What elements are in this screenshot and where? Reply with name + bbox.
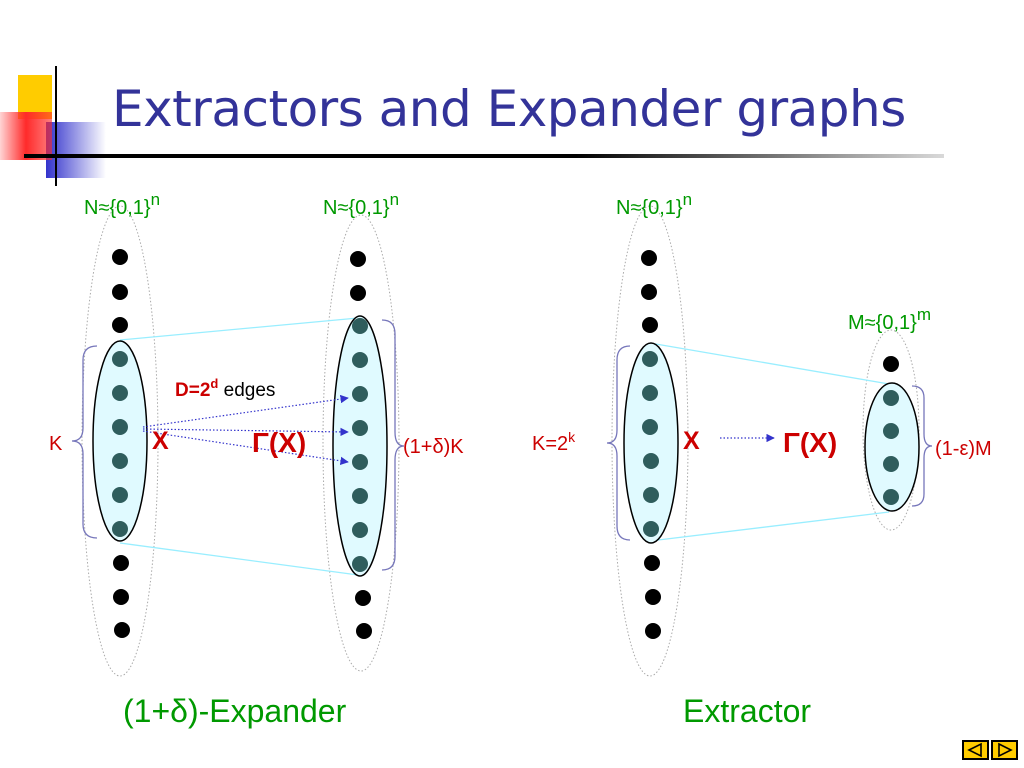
node-in-gamma — [352, 488, 368, 504]
node-in-x — [112, 487, 128, 503]
expander-right-set-label: N≈{0,1}n — [323, 190, 399, 219]
node-in-gamma — [352, 556, 368, 572]
node-in-gamma — [352, 420, 368, 436]
node-in-gamma — [883, 390, 899, 406]
logo-yellow-square — [18, 75, 52, 119]
extractor-left-nodes — [641, 250, 661, 639]
node-in-x — [112, 419, 128, 435]
node-outside — [883, 356, 899, 372]
expander-k-label: K — [49, 433, 63, 455]
node-in-x — [642, 419, 658, 435]
extractor-diagram: N≈{0,1}n M≈{0,1}m K=2k X Γ(X) (1-ε)M Ext… — [532, 190, 992, 729]
expander-set-x — [92, 340, 148, 542]
node-in-x — [112, 453, 128, 469]
node-in-x — [643, 487, 659, 503]
node-outside — [114, 622, 130, 638]
prev-slide-button[interactable] — [962, 740, 989, 760]
node-outside — [112, 317, 128, 333]
extractor-right-nodes — [883, 356, 899, 505]
extractor-coverage-brace — [911, 385, 933, 507]
node-outside — [642, 317, 658, 333]
node-outside — [113, 589, 129, 605]
node-in-x — [642, 351, 658, 367]
node-outside — [355, 590, 371, 606]
extractor-set-x — [623, 342, 679, 544]
extractor-x-label: X — [683, 427, 700, 455]
node-in-x — [112, 351, 128, 367]
expander-set-gamma-x — [332, 315, 388, 577]
extractor-left-universe — [611, 205, 689, 677]
expander-right-nodes — [350, 251, 372, 639]
extractor-edge-bottom — [649, 511, 890, 542]
node-in-gamma — [352, 454, 368, 470]
node-in-x — [112, 385, 128, 401]
extractor-k-brace — [606, 345, 631, 541]
expander-edge-bottom — [119, 542, 359, 576]
slide-logo — [0, 66, 106, 186]
node-in-x — [112, 521, 128, 537]
node-in-gamma — [883, 456, 899, 472]
node-in-x — [642, 385, 658, 401]
expander-expansion-brace — [381, 319, 405, 571]
expander-left-universe — [81, 205, 159, 677]
expander-arrow-3 — [142, 430, 349, 466]
node-outside — [350, 251, 366, 267]
node-outside — [645, 589, 661, 605]
node-outside — [641, 284, 657, 300]
expander-arrow-2 — [142, 427, 349, 437]
node-in-gamma — [352, 352, 368, 368]
expander-k-brace — [71, 345, 98, 539]
node-outside — [112, 284, 128, 300]
node-in-x — [643, 521, 659, 537]
node-outside — [356, 623, 372, 639]
node-in-gamma — [352, 318, 368, 334]
extractor-gamma-label: Γ(X) — [783, 427, 837, 458]
logo-red-square — [0, 112, 52, 160]
extractor-right-universe — [862, 329, 920, 531]
expander-left-set-label: N≈{0,1}n — [84, 190, 160, 219]
expander-right-universe — [322, 214, 400, 672]
extractor-right-set-label: M≈{0,1}m — [848, 305, 931, 334]
node-in-gamma — [883, 489, 899, 505]
node-in-x — [643, 453, 659, 469]
node-outside — [350, 285, 366, 301]
extractor-k-label: K=2k — [532, 429, 576, 455]
node-in-gamma — [352, 386, 368, 402]
node-outside — [644, 555, 660, 571]
left-triangle-icon — [967, 742, 982, 758]
expander-degree-label: D=2d edges — [175, 376, 275, 401]
node-outside — [641, 250, 657, 266]
node-outside — [113, 555, 129, 571]
extractor-edge-top — [649, 342, 890, 385]
extractor-caption: Extractor — [683, 693, 811, 729]
expander-left-nodes — [112, 249, 130, 638]
node-in-gamma — [352, 522, 368, 538]
node-in-gamma — [883, 423, 899, 439]
extractor-set-gamma-x — [864, 382, 920, 512]
expander-x-label: X — [152, 427, 169, 455]
expander-arrow-1 — [142, 394, 349, 428]
next-slide-button[interactable] — [991, 740, 1018, 760]
expander-expansion-label: (1+δ)K — [403, 436, 464, 458]
extractor-left-set-label: N≈{0,1}n — [616, 190, 692, 219]
right-triangle-icon — [998, 742, 1013, 758]
expander-diagram: N≈{0,1}n N≈{0,1}n K X Γ(X) D=2d edges (1… — [49, 190, 464, 729]
node-outside — [645, 623, 661, 639]
expander-edge-top — [119, 317, 359, 341]
extractor-coverage-label: (1-ε)M — [935, 438, 992, 460]
title-divider — [24, 154, 944, 158]
node-outside — [112, 249, 128, 265]
expander-gamma-label: Γ(X) — [252, 427, 306, 458]
expander-caption: (1+δ)-Expander — [123, 693, 347, 729]
slide-title: Extractors and Expander graphs — [112, 80, 906, 138]
